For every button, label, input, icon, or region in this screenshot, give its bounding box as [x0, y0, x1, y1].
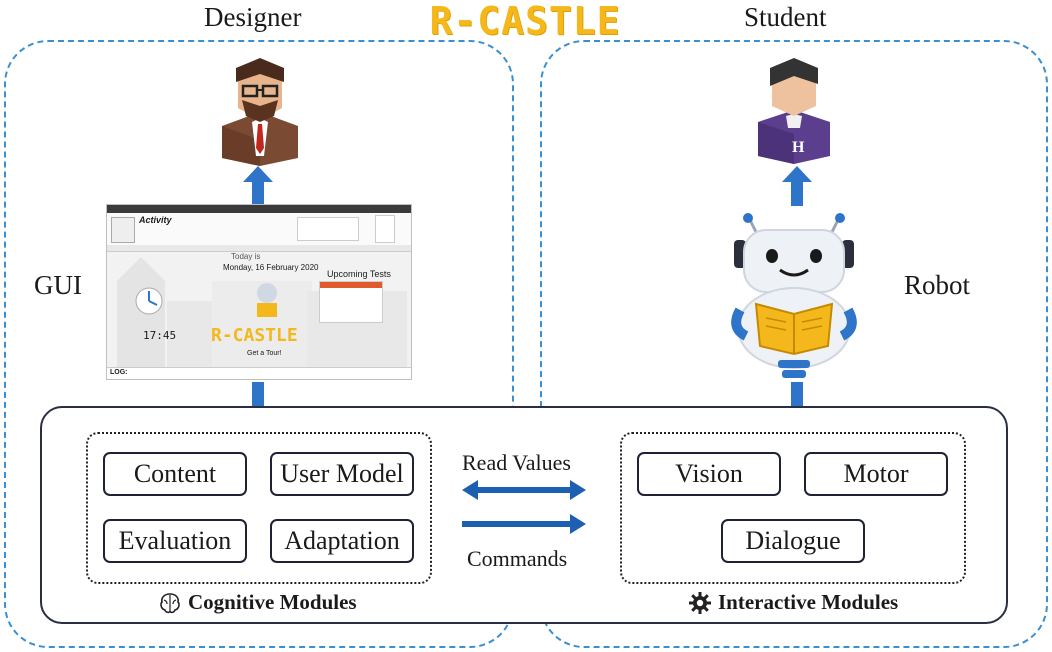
- content-module: Content: [103, 452, 247, 496]
- interactive-modules-box: [620, 432, 966, 584]
- gui-label: GUI: [34, 270, 82, 300]
- architecture-box: [40, 406, 1008, 624]
- gui-activity-label: Activity: [139, 215, 172, 225]
- user-model-module: User Model: [270, 452, 414, 496]
- motor-module: Motor: [804, 452, 948, 496]
- robot-label: Robot: [904, 270, 971, 300]
- commands-arrow: [462, 514, 586, 534]
- interactive-modules-caption: Interactive Modules: [688, 590, 898, 615]
- adaptation-module: Adaptation: [270, 519, 414, 563]
- gui-log: LOG:: [110, 369, 128, 376]
- gui-logo: R-CASTLE: [211, 325, 298, 346]
- commands-label: Commands: [467, 546, 568, 571]
- read-values-label: Read Values: [462, 450, 571, 475]
- cognitive-modules-box: [86, 432, 432, 584]
- vision-module: Vision: [637, 452, 781, 496]
- designer-panel: [4, 40, 514, 648]
- student-panel: [540, 40, 1048, 648]
- brain-icon: [160, 592, 180, 613]
- designer-label: Designer: [204, 2, 302, 32]
- arrow-gui-to-designer: [243, 166, 273, 206]
- gui-tour: Get a Tour!: [247, 350, 282, 357]
- cognitive-modules-caption: Cognitive Modules: [158, 590, 357, 615]
- r-castle-logo: R-CASTLE: [429, 0, 621, 43]
- robot-icon: [731, 213, 857, 378]
- interactive-caption-text: Interactive Modules: [718, 590, 899, 614]
- student-avatar-icon: H: [758, 58, 830, 164]
- read-values-arrow: [462, 480, 586, 500]
- gui-clock: 17:45: [143, 329, 177, 342]
- gui-screenshot: Activity 17:45 Today is Monday, 16 Febru…: [106, 204, 412, 380]
- gui-date: Monday, 16 February 2020: [223, 263, 319, 272]
- dialogue-module: Dialogue: [721, 519, 865, 563]
- evaluation-module: Evaluation: [103, 519, 247, 563]
- arrow-robot-to-student: [782, 166, 812, 206]
- gui-today-label: Today is: [231, 252, 261, 261]
- gui-upcoming-label: Upcoming Tests: [327, 269, 391, 279]
- cognitive-caption-text: Cognitive Modules: [188, 590, 357, 614]
- gear-icon: [689, 591, 711, 614]
- gui-calendar: [319, 281, 383, 323]
- designer-avatar-icon: [222, 58, 298, 166]
- student-label: Student: [744, 2, 827, 32]
- svg-text:H: H: [792, 139, 805, 156]
